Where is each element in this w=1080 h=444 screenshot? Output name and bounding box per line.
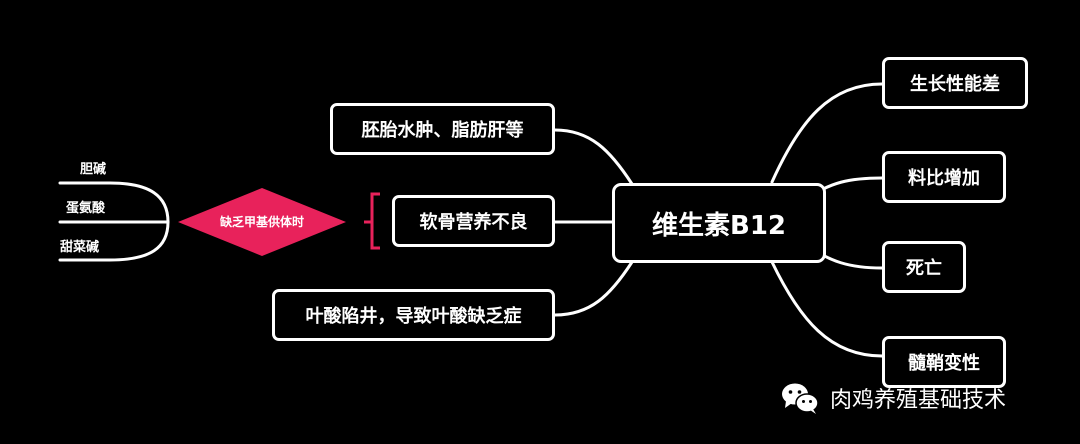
branch-growth[interactable]: 生长性能差 (882, 57, 1028, 109)
branch-cartilage[interactable]: 软骨营养不良 (392, 195, 555, 247)
leaf-betaine[interactable]: 甜菜碱 (60, 240, 100, 255)
leaf-choline[interactable]: 胆碱 (80, 162, 107, 177)
bracket (370, 192, 380, 250)
branch-feed-ratio[interactable]: 料比增加 (882, 151, 1006, 203)
connector-left-1 (553, 128, 634, 186)
connector-leaf-1 (58, 181, 170, 224)
connector-leaf-3 (58, 220, 170, 262)
connector-right-1 (770, 82, 884, 184)
central-topic[interactable]: 维生素B12 (612, 183, 826, 263)
branch-death[interactable]: 死亡 (882, 241, 966, 293)
branch-folate-trap[interactable]: 叶酸陷井，导致叶酸缺乏症 (272, 289, 555, 341)
branch-edema[interactable]: 胚胎水肿、脂肪肝等 (330, 103, 555, 155)
leaf-methionine[interactable]: 蛋氨酸 (66, 201, 106, 216)
connector-left-3 (553, 260, 634, 317)
cause-label[interactable]: 缺乏甲基供体时 (219, 215, 304, 229)
wechat-icon (782, 383, 819, 414)
cause-diamond (178, 188, 346, 256)
watermark-text: 肉鸡养殖基础技术 (830, 388, 1007, 413)
branch-myelin[interactable]: 髓鞘变性 (882, 336, 1006, 388)
connector-right-4 (770, 260, 884, 358)
watermark: 肉鸡养殖基础技术 (780, 378, 1006, 418)
